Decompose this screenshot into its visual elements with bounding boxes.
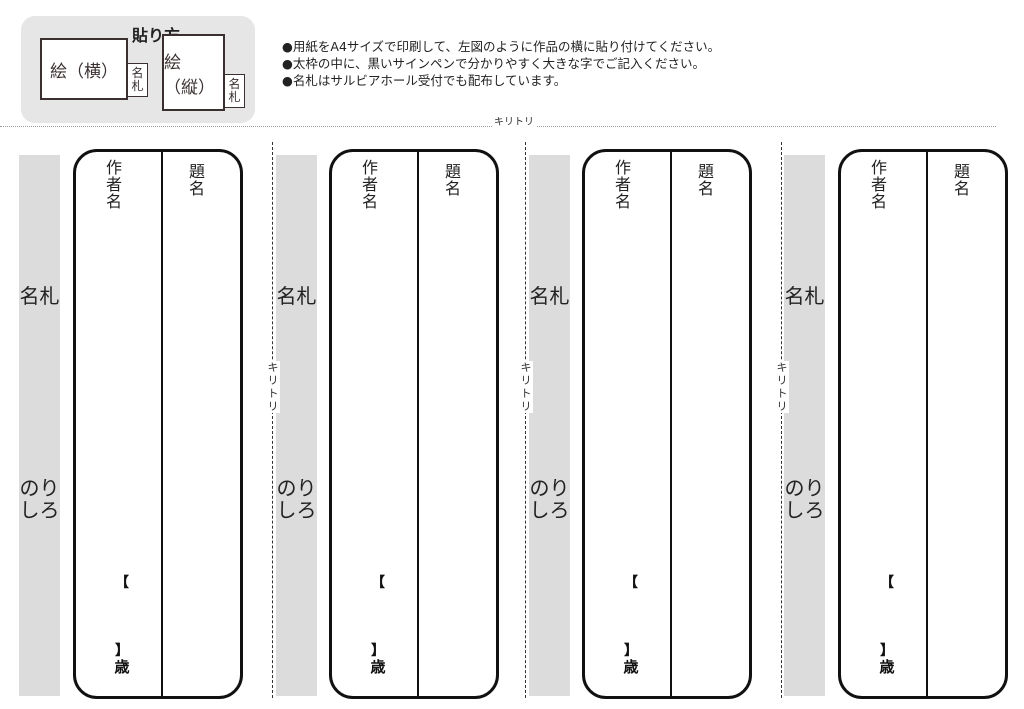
author-label: 作者名 xyxy=(105,158,122,211)
name-card: 作者名 題名 【 】 歳 xyxy=(838,149,1008,699)
portrait-label: 絵（縦） xyxy=(164,52,215,98)
card-divider xyxy=(161,152,163,696)
glue-strip: 名札 のりしろ xyxy=(784,155,825,696)
age-bracket-open: 【 xyxy=(624,575,638,591)
age-bracket-close: 】 xyxy=(371,643,385,659)
portrait-tag: 名札 xyxy=(224,74,245,108)
glue-paste-label: のりしろ xyxy=(19,476,60,522)
glue-paste-label: のりしろ xyxy=(276,476,317,522)
instruction-line: ●太枠の中に、黒いサインペンで分かりやすく大きな字でご記入ください。 xyxy=(282,56,706,71)
title-label: 題名 xyxy=(444,162,461,198)
vertical-cut-label: キリトリ xyxy=(266,361,280,413)
landscape-tag: 名札 xyxy=(127,63,148,97)
landscape-frame: 絵（横） xyxy=(40,38,128,100)
glue-paste-label: のりしろ xyxy=(784,476,825,522)
card-divider xyxy=(417,152,419,696)
glue-strip: 名札 のりしろ xyxy=(529,155,570,696)
age-bracket-open: 【 xyxy=(115,575,129,591)
age-bracket-close: 】 xyxy=(624,643,638,659)
vertical-cut-line xyxy=(781,142,782,698)
author-label: 作者名 xyxy=(361,158,378,211)
glue-strip: 名札 のりしろ xyxy=(276,155,317,696)
landscape-label: 絵（横） xyxy=(50,61,118,82)
instructions: ●用紙をA4サイズで印刷して、左図のように作品の横に貼り付けてください。 ●太枠… xyxy=(282,38,720,89)
instruction-line: ●名札はサルビアホール受付でも配布しています。 xyxy=(282,73,567,88)
age-label: 歳 xyxy=(370,658,386,676)
age-label: 歳 xyxy=(623,658,639,676)
glue-tag-label: 名札 xyxy=(19,284,60,308)
portrait-frame: 絵（縦） xyxy=(162,34,225,111)
instruction-line: ●用紙をA4サイズで印刷して、左図のように作品の横に貼り付けてください。 xyxy=(282,39,721,54)
vertical-cut-line xyxy=(525,142,526,698)
title-label: 題名 xyxy=(188,162,205,198)
age-label: 歳 xyxy=(879,658,895,676)
vertical-cut-label: キリトリ xyxy=(775,361,789,413)
landscape-tag-label: 名札 xyxy=(131,66,144,93)
vertical-cut-label: キリトリ xyxy=(519,361,533,413)
glue-tag-label: 名札 xyxy=(529,284,570,308)
horizontal-cut-label: キリトリ xyxy=(492,113,536,128)
card-divider xyxy=(670,152,672,696)
glue-strip: 名札 のりしろ xyxy=(19,155,60,696)
vertical-cut-line xyxy=(272,142,273,698)
name-card: 作者名 題名 【 】 歳 xyxy=(329,149,499,699)
age-bracket-open: 【 xyxy=(371,575,385,591)
card-divider xyxy=(926,152,928,696)
author-label: 作者名 xyxy=(614,158,631,211)
glue-tag-label: 名札 xyxy=(784,284,825,308)
author-label: 作者名 xyxy=(870,158,887,211)
glue-paste-label: のりしろ xyxy=(529,476,570,522)
glue-tag-label: 名札 xyxy=(276,284,317,308)
age-bracket-close: 】 xyxy=(115,643,129,659)
name-card: 作者名 題名 【 】 歳 xyxy=(582,149,752,699)
howto-panel: 貼り方 絵（横） 名札 絵（縦） 名札 xyxy=(21,16,255,123)
age-bracket-open: 【 xyxy=(880,575,894,591)
age-label: 歳 xyxy=(114,658,130,676)
name-card: 作者名 題名 【 】 歳 xyxy=(73,149,243,699)
age-bracket-close: 】 xyxy=(880,643,894,659)
title-label: 題名 xyxy=(697,162,714,198)
title-label: 題名 xyxy=(953,162,970,198)
portrait-tag-label: 名札 xyxy=(228,77,241,104)
